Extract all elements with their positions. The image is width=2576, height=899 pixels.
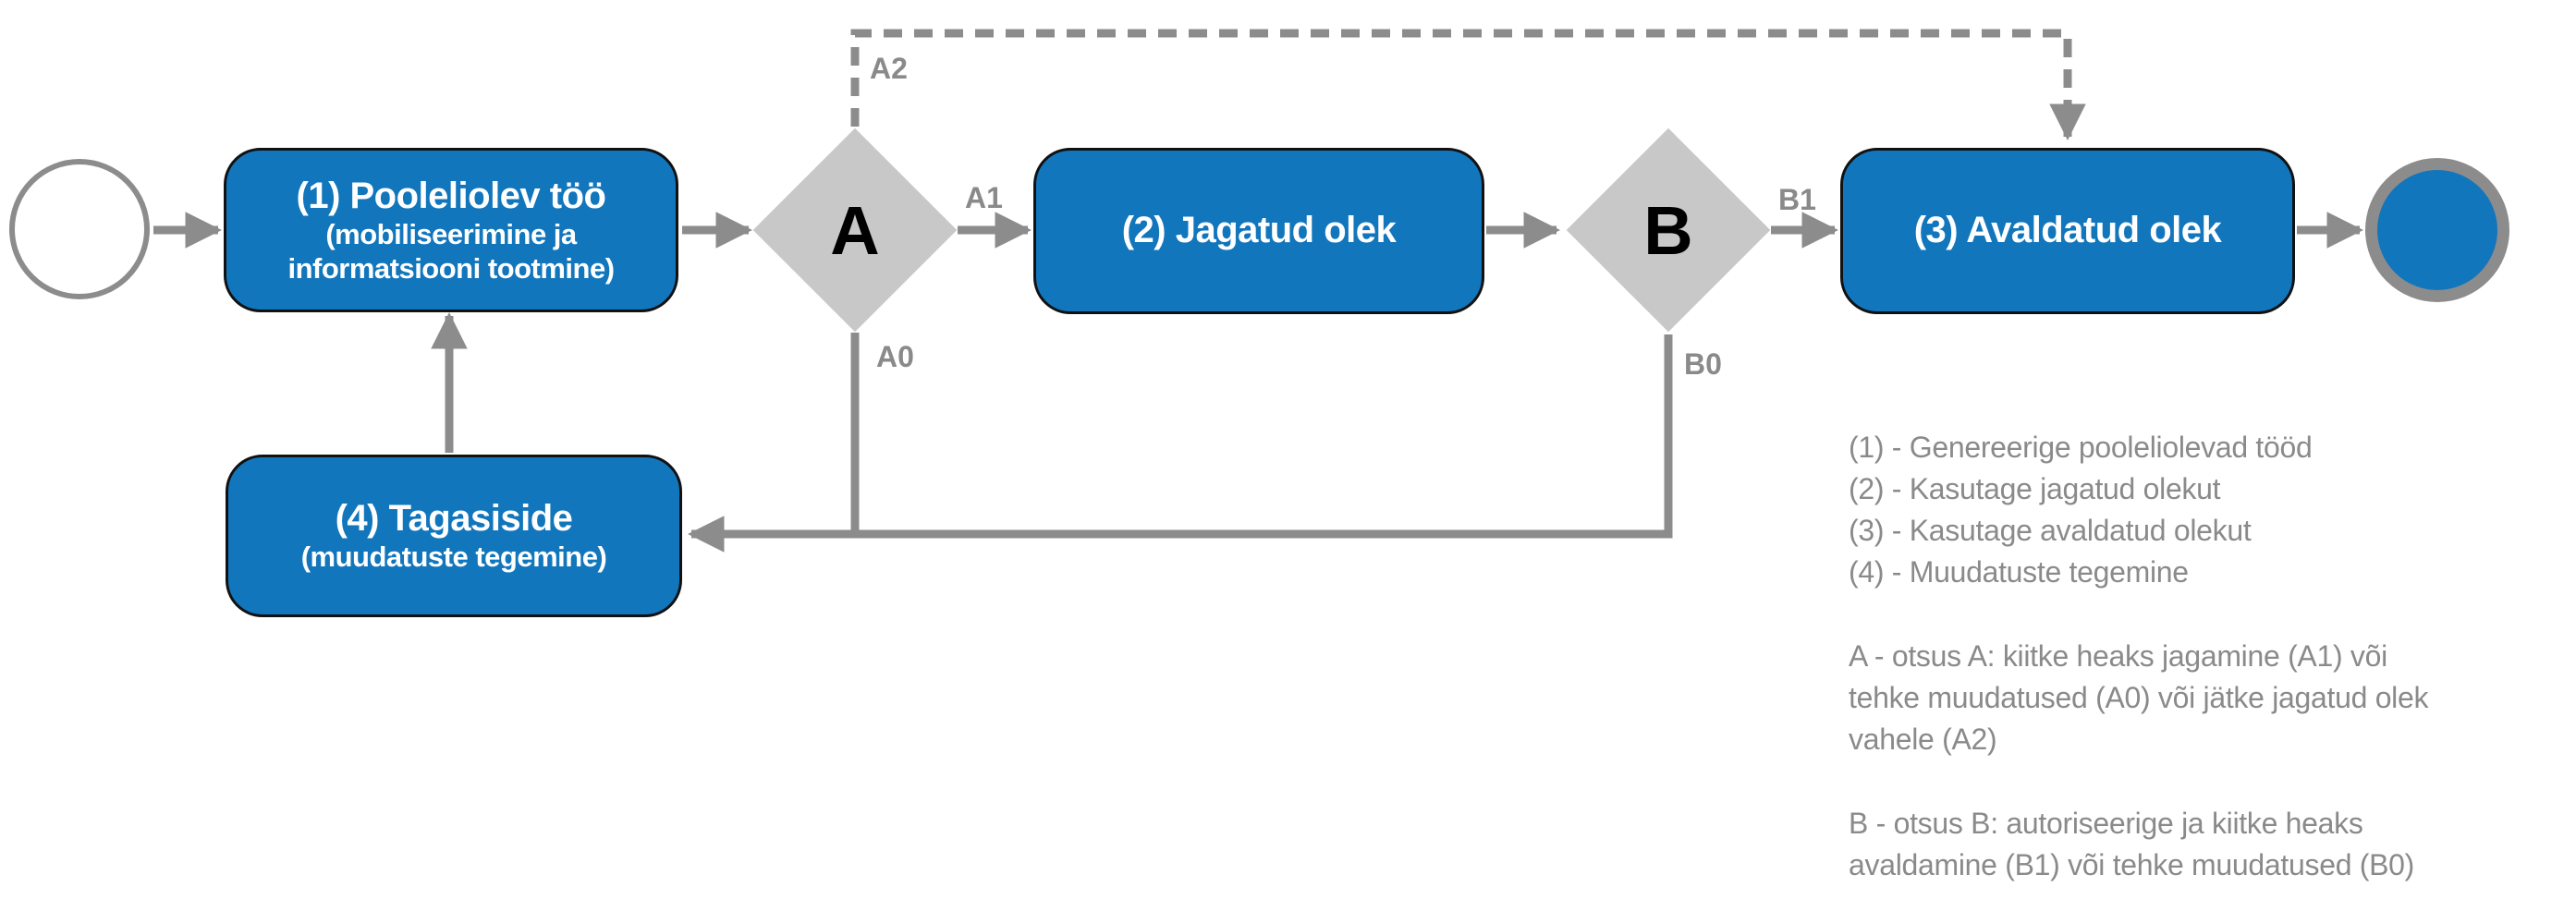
legend-node-descriptions: (1) - Genereerige pooleliolevad tööd (2)…	[1849, 427, 2428, 593]
legend: (1) - Genereerige pooleliolevad tööd (2)…	[1849, 427, 2429, 886]
legend-line: (2) - Kasutage jagatud olekut	[1849, 472, 2221, 505]
task-node-3: (3) Avaldatud olek	[1840, 148, 2295, 314]
legend-line: vahele (A2)	[1849, 723, 1997, 756]
legend-line: tehke muudatused (A0) või jätke jagatud …	[1849, 681, 2429, 714]
start-event-node	[9, 159, 150, 299]
task-node-4: (4) Tagasiside (muudatuste tegemine)	[226, 455, 682, 617]
edge-label-a2: A2	[870, 52, 908, 85]
edge-label-b0: B0	[1684, 347, 1722, 381]
legend-decision-a-note: A - otsus A: kiitke heaks jagamine (A1) …	[1849, 636, 2429, 760]
decision-node-a: A	[752, 128, 958, 333]
node-title: (1) Pooleliolev töö	[296, 175, 606, 216]
decision-label: B	[1643, 191, 1693, 269]
decision-node-b: B	[1566, 128, 1771, 333]
node-title: (3) Avaldatud olek	[1913, 210, 2222, 251]
edge-b0-decision-b-to-task4	[688, 334, 1673, 553]
node-subtitle: (mobiliseerimine ja informatsiooni tootm…	[287, 218, 615, 285]
edge-a2-decision-a-to-task3-dashed	[850, 29, 2086, 140]
legend-line: (3) - Kasutage avaldatud olekut	[1849, 514, 2252, 547]
task-node-1: (1) Pooleliolev töö (mobiliseerimine ja …	[224, 148, 678, 312]
task-node-2: (2) Jagatud olek	[1033, 148, 1484, 314]
legend-line: (1) - Genereerige pooleliolevad tööd	[1849, 431, 2313, 464]
edge-label-b1: B1	[1778, 183, 1816, 216]
node-subtitle: (muudatuste tegemine)	[300, 541, 607, 574]
legend-line: A - otsus A: kiitke heaks jagamine (A1) …	[1849, 639, 2387, 673]
node-title: (4) Tagasiside	[335, 498, 573, 540]
edge-label-a1: A1	[965, 181, 1003, 214]
end-event-node	[2365, 158, 2509, 302]
legend-line: B - otsus B: autoriseerige ja kiitke hea…	[1849, 807, 2363, 840]
node-title: (2) Jagatud olek	[1121, 210, 1397, 251]
legend-line: (4) - Muudatuste tegemine	[1849, 555, 2189, 589]
legend-line: avaldamine (B1) või tehke muudatused (B0…	[1849, 848, 2415, 881]
edge-label-a0: A0	[876, 340, 914, 373]
decision-label: A	[830, 191, 880, 269]
legend-decision-b-note: B - otsus B: autoriseerige ja kiitke hea…	[1849, 803, 2428, 886]
